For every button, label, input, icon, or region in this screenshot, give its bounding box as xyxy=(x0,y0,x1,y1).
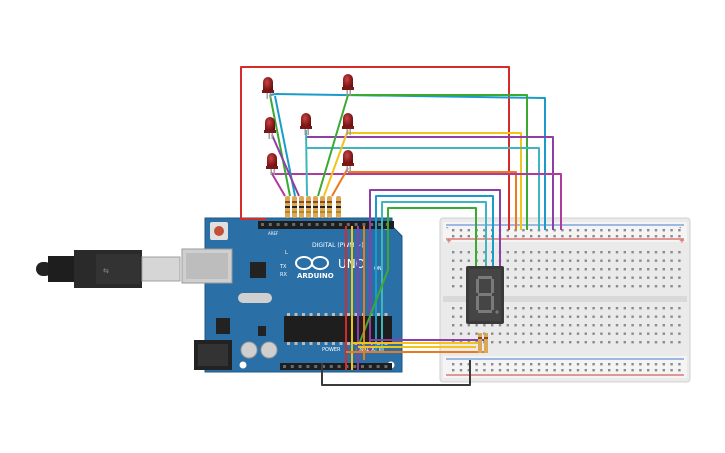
power-jack xyxy=(194,340,232,370)
aref-label: AREF xyxy=(268,231,279,236)
red-led[interactable] xyxy=(342,150,354,172)
power-label: POWER xyxy=(322,347,341,353)
usb-port xyxy=(181,248,233,284)
resistor xyxy=(306,196,311,218)
wire-green-top xyxy=(348,94,528,230)
resistor xyxy=(313,196,318,218)
red-led[interactable] xyxy=(262,77,274,99)
red-led[interactable] xyxy=(264,117,276,139)
resistor xyxy=(299,196,304,218)
wire-blue-display xyxy=(375,195,494,352)
wire-yellow-top xyxy=(348,132,522,230)
led-group[interactable] xyxy=(262,74,354,175)
svg-text:-: - xyxy=(446,224,449,232)
display-resistors xyxy=(478,333,488,353)
microcontroller-chip xyxy=(284,313,392,345)
red-led[interactable] xyxy=(342,74,354,96)
resistor-array xyxy=(285,196,341,218)
wire-cyan-top xyxy=(306,147,540,230)
digital-label: DIGITAL (PWM ~) xyxy=(312,242,364,249)
usb-cable[interactable]: ⇆ xyxy=(36,250,181,288)
red-led[interactable] xyxy=(300,113,312,135)
svg-text:-: - xyxy=(679,224,682,232)
wire-purple-display xyxy=(369,189,501,352)
usb-symbol-icon: ⇆ xyxy=(103,267,109,275)
wire-purple-top xyxy=(306,136,554,230)
red-led[interactable] xyxy=(342,113,354,135)
digit-8 xyxy=(476,276,499,314)
wire-cyan-display xyxy=(381,201,487,352)
arduino-logo xyxy=(295,256,329,270)
wire-orange-top xyxy=(348,171,517,230)
svg-text:+: + xyxy=(446,237,452,245)
led-label-rx: RX xyxy=(280,272,287,278)
seven-segment-display[interactable] xyxy=(466,266,504,324)
resistor xyxy=(327,196,332,218)
wires[interactable] xyxy=(240,66,562,386)
wire-magenta-top xyxy=(271,173,562,230)
wire-green-display xyxy=(355,207,477,353)
resistor xyxy=(320,196,325,218)
led-label-tx: TX xyxy=(279,264,287,270)
resistor xyxy=(292,196,297,218)
resistor xyxy=(285,196,290,218)
red-led[interactable] xyxy=(266,153,278,175)
resistor xyxy=(336,196,341,218)
wire-red xyxy=(240,66,510,230)
on-label: ON xyxy=(374,266,382,272)
wire-black xyxy=(321,360,471,386)
brand-label: ARDUINO xyxy=(297,272,334,280)
led-label-l: L xyxy=(285,250,288,256)
svg-text:+: + xyxy=(679,237,685,245)
reset-button[interactable] xyxy=(210,222,228,240)
